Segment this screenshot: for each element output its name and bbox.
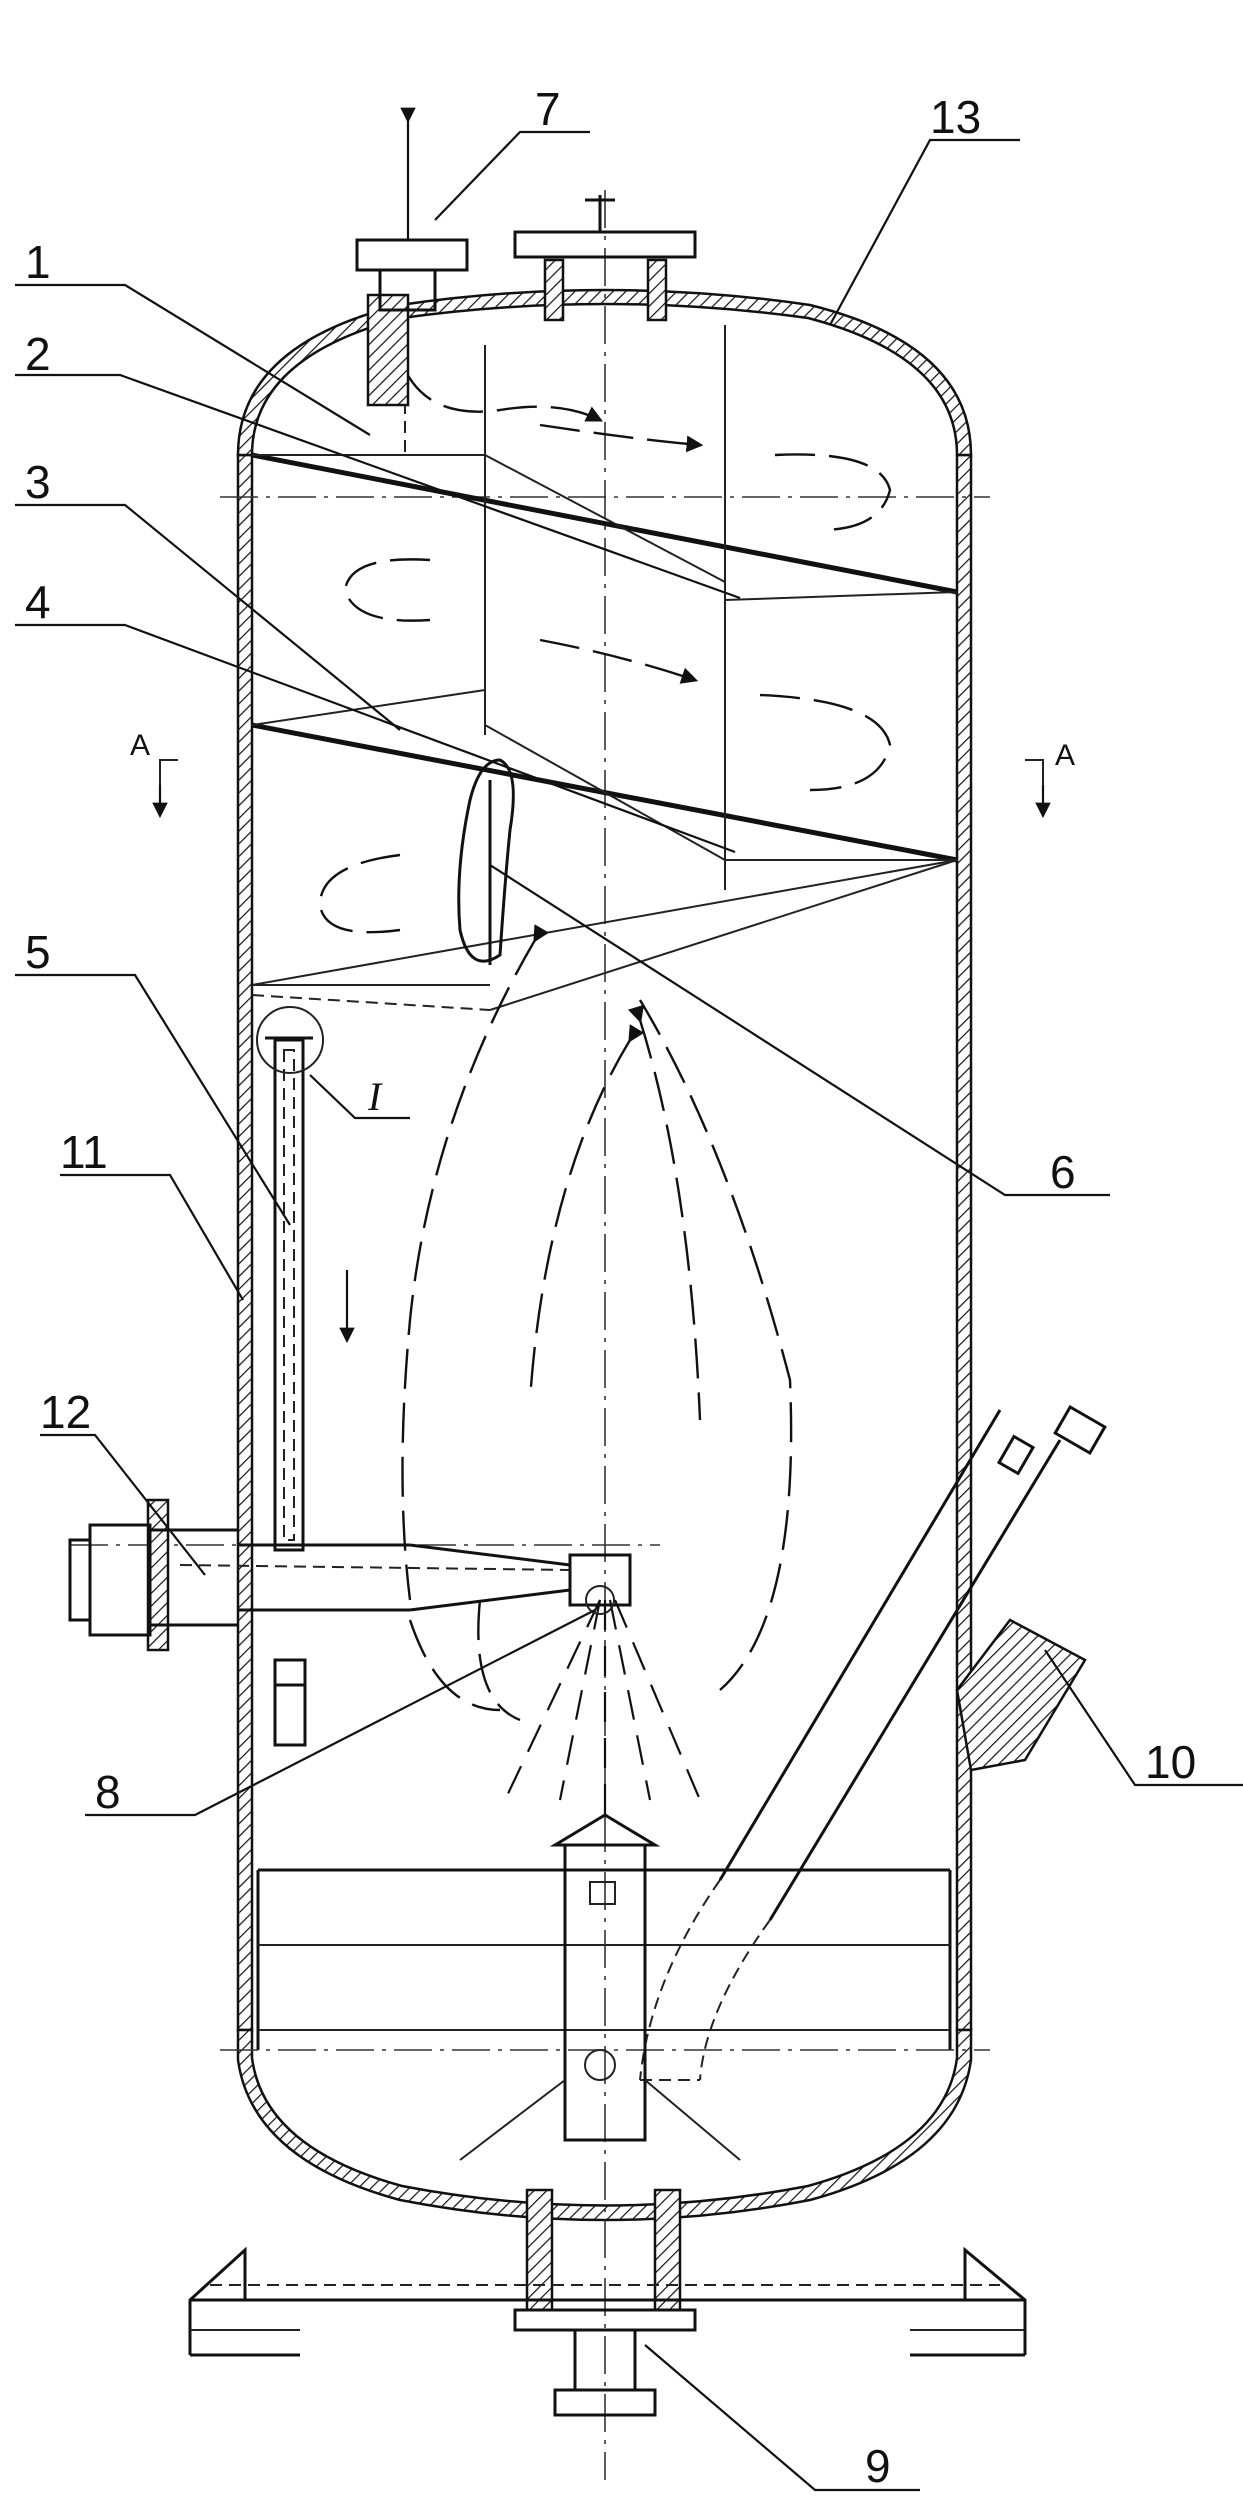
detail-mark-i: I (367, 1074, 383, 1119)
centerlines (70, 190, 990, 2480)
callout-12: 12 (40, 1386, 91, 1438)
callout-8: 8 (95, 1766, 121, 1818)
demister-element (459, 760, 514, 965)
downcomer-pipe (257, 1007, 347, 1745)
bottom-drain (460, 1815, 740, 2415)
callout-9: 9 (865, 2440, 891, 2492)
leader-lines (15, 132, 1243, 2490)
callout-13: 13 (930, 91, 981, 143)
callout-4: 4 (25, 576, 51, 628)
svg-text:A: A (130, 729, 150, 762)
gas-outlet-nozzle (357, 120, 467, 405)
support-skirt (190, 2250, 1025, 2355)
callout-1: 1 (25, 236, 51, 288)
callout-2: 2 (25, 328, 51, 380)
callout-11: 11 (60, 1126, 108, 1178)
callout-3: 3 (25, 456, 51, 508)
inclined-outlet-pipe (640, 1407, 1105, 2080)
section-mark-left: A (130, 729, 178, 815)
callout-6: 6 (1050, 1146, 1076, 1198)
callout-10: 10 (1145, 1736, 1196, 1788)
callout-5: 5 (25, 926, 51, 978)
spray-pattern (505, 1600, 700, 1820)
callout-labels: 1 2 3 4 5 6 7 8 9 10 11 12 13 I (25, 83, 1196, 2492)
inlet-pipe (70, 1500, 630, 1650)
callout-7: 7 (535, 83, 561, 135)
section-mark-right: A (1025, 739, 1075, 815)
svg-text:A: A (1055, 739, 1075, 772)
